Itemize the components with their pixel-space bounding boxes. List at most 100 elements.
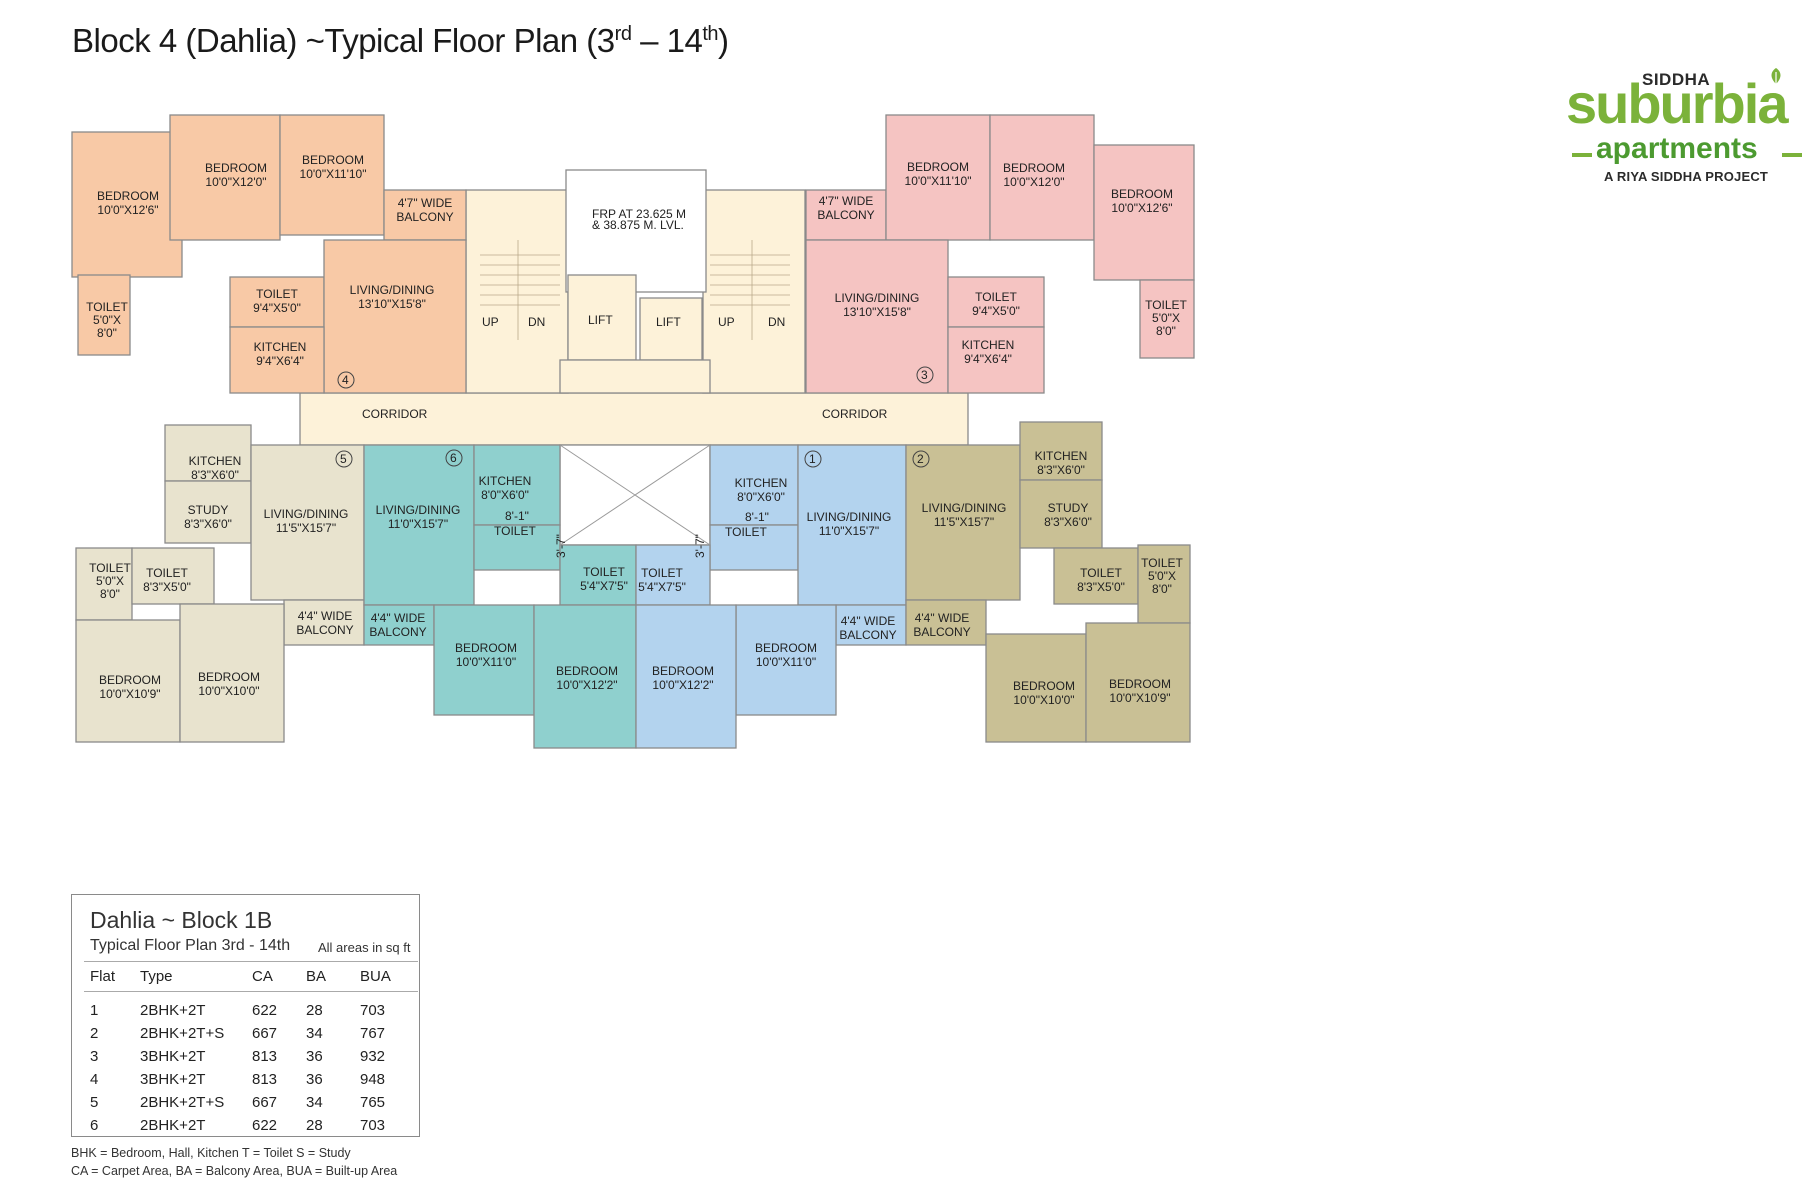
flat-number-3: 3 bbox=[921, 368, 928, 382]
table-cell: 34 bbox=[306, 1025, 323, 1042]
f6-toilet-width-label: 8'-1" bbox=[505, 509, 529, 523]
f6-toilet-room bbox=[473, 524, 561, 571]
f1-toilet-width-label: 8'-1" bbox=[745, 510, 769, 524]
legend-line-1: BHK = Bedroom, Hall, Kitchen T = Toilet … bbox=[71, 1146, 351, 1160]
flat-number-2: 2 bbox=[917, 452, 924, 466]
f5-bed1-room bbox=[75, 619, 181, 743]
table-row: 2 2BHK+2T+S 667 34 767 bbox=[84, 1022, 418, 1045]
table-cell: 36 bbox=[306, 1048, 323, 1065]
table-header-row: Flat Type CA BA BUA bbox=[84, 961, 418, 992]
area-table: Dahlia ~ Block 1B Typical Floor Plan 3rd… bbox=[71, 894, 420, 1137]
f2-study-room bbox=[1019, 479, 1103, 549]
f1-toilet-label: TOILET bbox=[725, 525, 767, 539]
f1-toilet-height-label: 3'-7" bbox=[693, 534, 707, 558]
f4-bed1-room bbox=[71, 131, 183, 278]
table-row: 6 2BHK+2T 622 28 703 bbox=[84, 1114, 418, 1137]
table-row: 4 3BHK+2T 813 36 948 bbox=[84, 1068, 418, 1091]
column-header: Flat bbox=[84, 961, 134, 992]
siddha-suburbia-logo: SIDDHA suburbia apartments A RIYA SIDDHA… bbox=[1560, 62, 1810, 192]
table-cell: 4 bbox=[90, 1071, 99, 1088]
flat-number-5: 5 bbox=[340, 452, 347, 466]
f5-bed2-room bbox=[179, 603, 285, 743]
table-cell: 703 bbox=[360, 1117, 386, 1134]
flat-number-6: 6 bbox=[450, 451, 457, 465]
up-left-label: UP bbox=[482, 315, 499, 329]
table-cell: 948 bbox=[360, 1071, 386, 1088]
f5-toilet1-room bbox=[75, 547, 133, 621]
stair-left bbox=[465, 189, 569, 394]
column-header: CA bbox=[246, 961, 300, 992]
table-cell: 667 bbox=[252, 1094, 278, 1111]
logo-main-word: suburbia bbox=[1566, 72, 1788, 135]
logo-dash-left bbox=[1572, 153, 1592, 157]
table-cell: 3BHK+2T bbox=[140, 1071, 206, 1088]
logo-sub-word: apartments bbox=[1596, 132, 1758, 165]
table-row: 3 3BHK+2T 813 36 932 bbox=[84, 1045, 418, 1068]
f6-bed2-room bbox=[533, 604, 637, 749]
frp-label: FRP AT 23.625 M& 38.875 M. LVL. bbox=[592, 207, 686, 232]
flat-number-1: 1 bbox=[809, 452, 816, 466]
f2-toilet1-room bbox=[1137, 544, 1191, 624]
table-cell: 765 bbox=[360, 1094, 386, 1111]
f4-bed3-room bbox=[279, 114, 385, 236]
table-cell: 2BHK+2T bbox=[140, 1117, 206, 1134]
dn-right-label: DN bbox=[768, 315, 785, 329]
abbreviation-legend: BHK = Bedroom, Hall, Kitchen T = Toilet … bbox=[71, 1144, 397, 1180]
f6-toilet-label: TOILET bbox=[494, 524, 536, 538]
lift-right-box bbox=[639, 297, 703, 361]
table-row: 1 2BHK+2T 622 28 703 bbox=[84, 992, 418, 1023]
legend-line-2: CA = Carpet Area, BA = Balcony Area, BUA… bbox=[71, 1164, 398, 1178]
f3-bed1-room bbox=[885, 114, 991, 241]
f3-bed2-room bbox=[989, 114, 1095, 241]
table-cell: 28 bbox=[306, 1002, 323, 1019]
area-table-subtitle: Typical Floor Plan 3rd - 14th bbox=[90, 937, 291, 954]
column-header: Type bbox=[134, 961, 246, 992]
up-right-label: UP bbox=[718, 315, 735, 329]
f4-balcony-room bbox=[383, 189, 467, 241]
f3-kitchen-room bbox=[947, 326, 1045, 394]
f4-toilet1-room bbox=[77, 274, 131, 356]
leaf-icon bbox=[1771, 68, 1781, 84]
f4-bed2-room bbox=[169, 114, 281, 241]
logo-top-word: SIDDHA bbox=[1642, 70, 1711, 89]
f3-toilet2-room bbox=[947, 276, 1045, 328]
table-cell: 6 bbox=[90, 1117, 99, 1134]
table-cell: 2BHK+2T+S bbox=[140, 1094, 225, 1111]
table-cell: 703 bbox=[360, 1002, 386, 1019]
table-cell: 622 bbox=[252, 1117, 278, 1134]
table-cell: 622 bbox=[252, 1002, 278, 1019]
corridor-left-label: CORRIDOR bbox=[362, 407, 428, 421]
table-row: 5 2BHK+2T+S 667 34 765 bbox=[84, 1091, 418, 1114]
f5-balcony-room bbox=[283, 599, 365, 646]
table-cell: 767 bbox=[360, 1025, 386, 1042]
floor-plan: FRP AT 23.625 M& 38.875 M. LVL. CORRIDOR… bbox=[71, 114, 1195, 749]
area-table-note: All areas in sq ft bbox=[318, 940, 411, 955]
table-cell: 3 bbox=[90, 1048, 99, 1065]
stair-right bbox=[702, 189, 806, 394]
flat-number-4: 4 bbox=[342, 373, 349, 387]
